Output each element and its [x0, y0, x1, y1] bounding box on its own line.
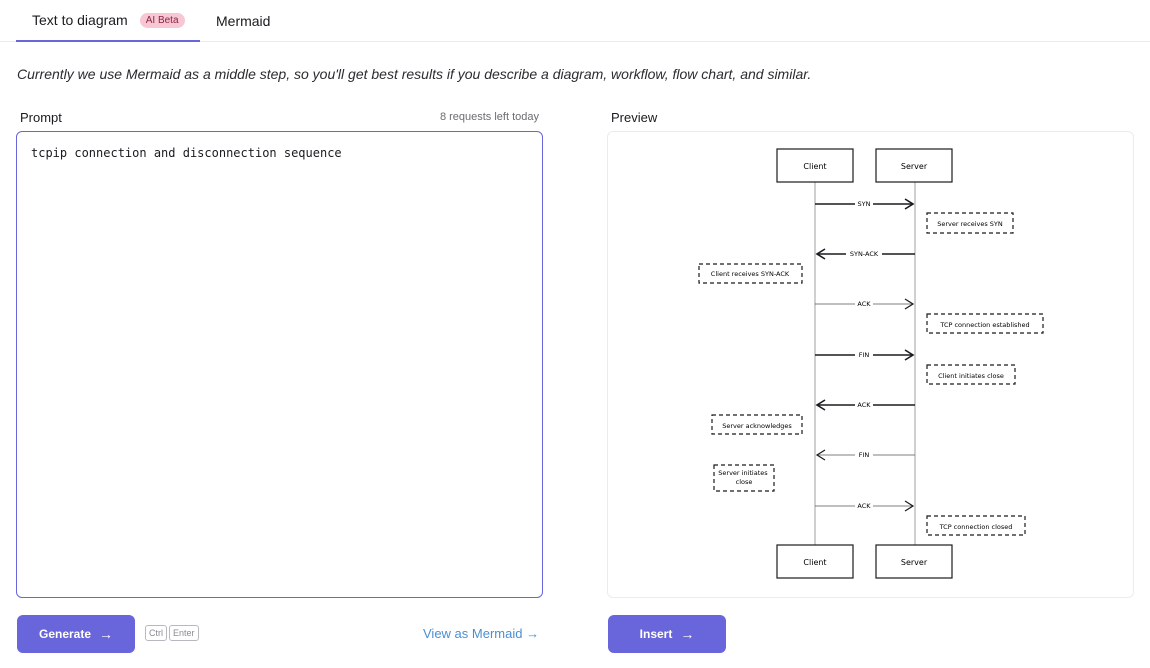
message-1-label: SYN	[858, 200, 871, 208]
message-5-label: ACK	[857, 401, 871, 409]
tab-bar: Text to diagram AI Beta Mermaid	[0, 0, 1150, 42]
message-2-label: SYN-ACK	[850, 250, 879, 258]
message-7: ACK	[815, 500, 915, 512]
tab-mermaid[interactable]: Mermaid	[216, 0, 270, 42]
message-3-label: ACK	[857, 300, 871, 308]
note-6-line-2: close	[736, 478, 753, 486]
ai-beta-badge: AI Beta	[139, 12, 185, 28]
note-4-text: Client initiates close	[938, 372, 1004, 380]
participant-server-top: Server	[875, 148, 953, 183]
participant-server-bottom-label: Server	[901, 558, 928, 567]
shortcut-hint: Ctrl Enter	[145, 625, 199, 641]
arrow-right-icon: →	[99, 626, 114, 642]
note-5: Server acknowledges	[711, 414, 803, 435]
arrow-right-icon: →	[680, 626, 695, 642]
generate-button[interactable]: Generate →	[17, 615, 135, 653]
insert-button[interactable]: Insert →	[608, 615, 726, 653]
note-7-text: TCP connection closed	[939, 523, 1013, 531]
note-6-text: Server initiates close	[718, 469, 769, 486]
participant-client-top: Client	[776, 148, 854, 183]
note-1-text: Server receives SYN	[937, 220, 1003, 228]
requests-counter: 8 requests left today	[439, 111, 539, 123]
participant-server-bottom: Server	[875, 544, 953, 579]
kbd-enter: Enter	[169, 625, 199, 641]
note-2-text: Client receives SYN-ACK	[711, 270, 790, 278]
kbd-ctrl: Ctrl	[145, 625, 167, 641]
note-7: TCP connection closed	[926, 515, 1026, 536]
view-as-mermaid-link[interactable]: View as Mermaid →	[423, 626, 540, 641]
insert-button-label: Insert	[639, 627, 673, 641]
note-6: Server initiates close	[713, 464, 775, 492]
description-text: Currently we use Mermaid as a middle ste…	[17, 66, 812, 82]
generate-button-label: Generate	[38, 627, 92, 641]
participant-client-top-label: Client	[803, 162, 826, 171]
participant-client-bottom-label: Client	[803, 558, 826, 567]
note-4: Client initiates close	[926, 364, 1016, 385]
note-1: Server receives SYN	[926, 212, 1014, 234]
sequence-diagram: Client Server Client Server SYN SYN-ACK	[698, 148, 1044, 579]
note-5-text: Server acknowledges	[722, 422, 792, 430]
prompt-label: Prompt	[20, 110, 62, 125]
note-3-text: TCP connection established	[939, 321, 1029, 329]
message-6-label: FIN	[859, 451, 870, 459]
message-6: FIN	[815, 449, 915, 461]
message-4-label: FIN	[859, 351, 870, 359]
note-3: TCP connection established	[926, 313, 1044, 334]
tab-text-to-diagram[interactable]: Text to diagram AI Beta	[16, 0, 200, 42]
message-5: ACK	[815, 399, 915, 411]
note-2: Client receives SYN-ACK	[698, 263, 803, 284]
message-7-label: ACK	[857, 502, 871, 510]
participant-client-bottom: Client	[776, 544, 854, 579]
participant-server-top-label: Server	[901, 162, 928, 171]
tab-mermaid-label: Mermaid	[216, 13, 271, 29]
tab-text-to-diagram-label: Text to diagram	[32, 12, 128, 28]
message-3: ACK	[815, 298, 915, 310]
message-4: FIN	[815, 349, 915, 361]
preview-panel: Client Server Client Server SYN SYN-ACK	[607, 131, 1134, 598]
message-1: SYN	[815, 198, 915, 210]
prompt-input[interactable]: tcpip connection and disconnection seque…	[16, 131, 543, 598]
preview-label: Preview	[611, 110, 658, 125]
note-6-line-1: Server initiates	[718, 469, 768, 477]
message-2: SYN-ACK	[815, 248, 915, 260]
